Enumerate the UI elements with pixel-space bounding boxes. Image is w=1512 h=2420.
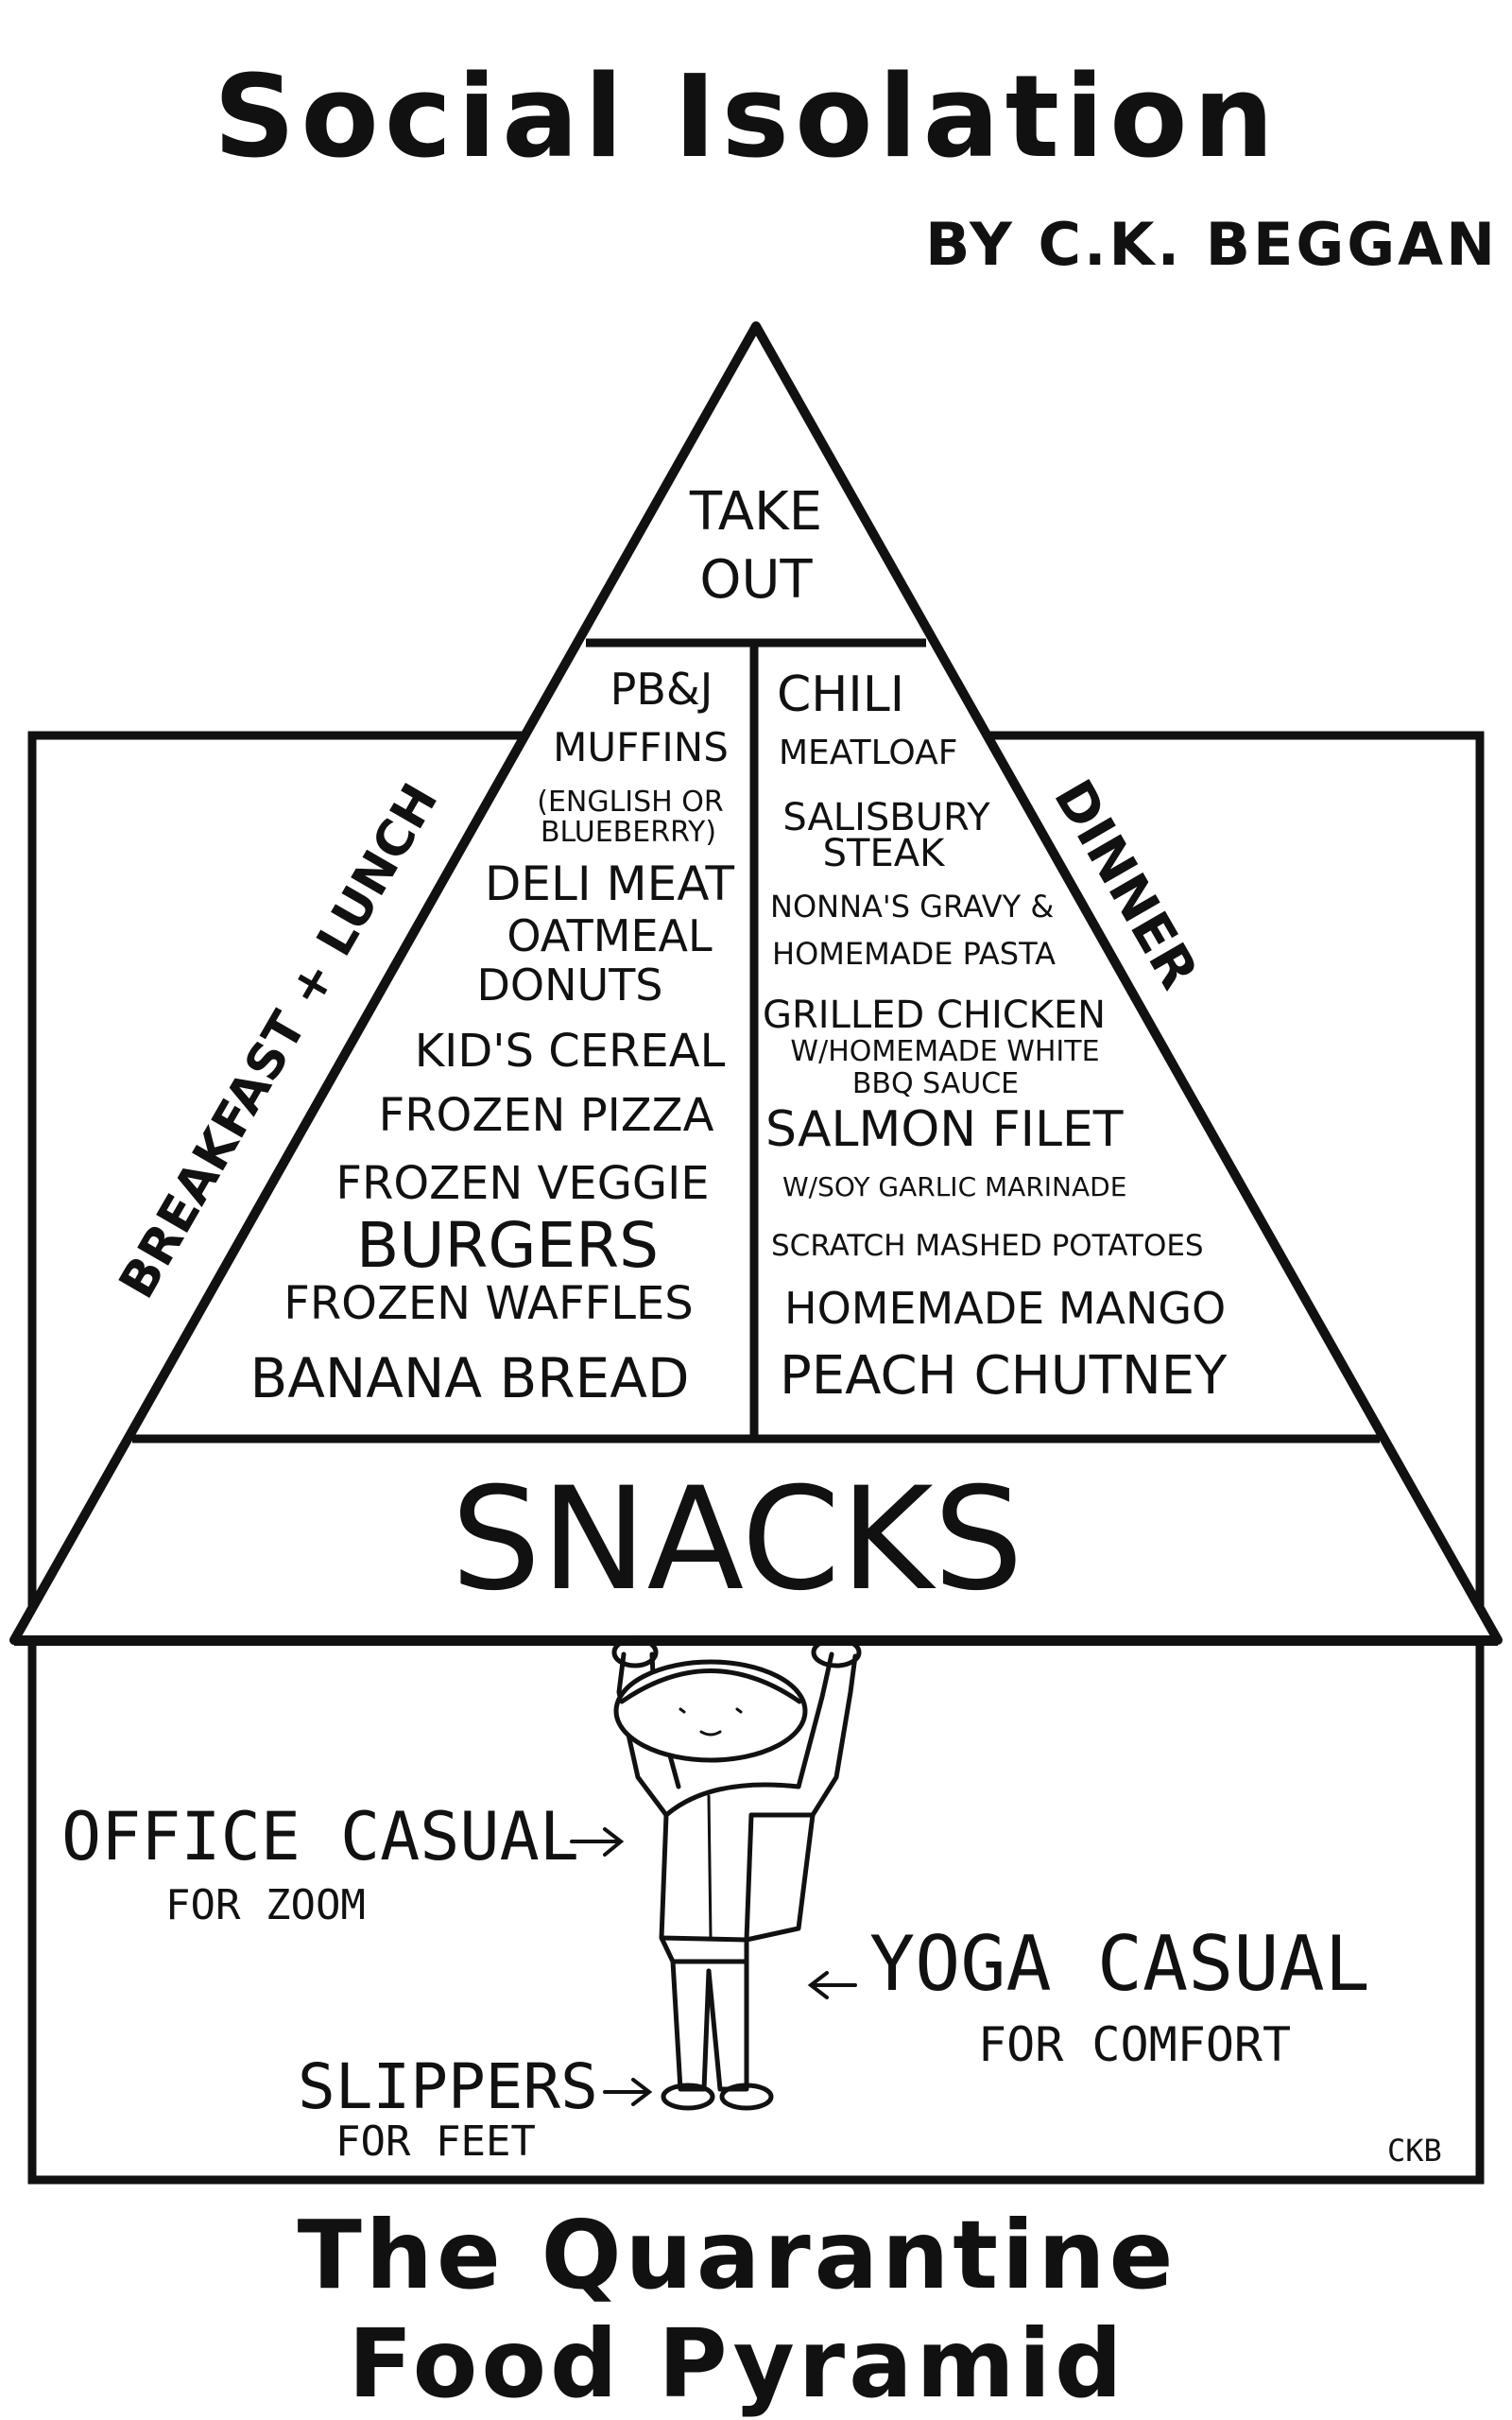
office-casual-label: OFFICE CASUAL [61, 1798, 579, 1876]
comic-byline: BY C.K. BEGGAN [925, 210, 1498, 279]
annotation-arrows [570, 1827, 857, 2106]
breakfast-item: DELI MEAT [485, 856, 735, 911]
breakfast-item: KID'S CEREAL [415, 1025, 726, 1078]
dinner-item: HOMEMADE MANGO [784, 1283, 1226, 1334]
slippers-label: SLIPPERS [298, 2050, 598, 2123]
dinner-item: NONNA'S GRAVY & [770, 889, 1054, 925]
breakfast-item: BLUEBERRY) [541, 816, 716, 849]
breakfast-item: FROZEN PIZZA [379, 1089, 714, 1142]
dinner-item: W/SOY GARLIC MARINADE [782, 1171, 1126, 1202]
dinner-item: SCRATCH MASHED POTATOES [771, 1229, 1204, 1263]
dinner-item: PEACH CHUTNEY [780, 1345, 1228, 1407]
footer-title-line-2: Food Pyramid [348, 2308, 1125, 2419]
dinner-item: GRILLED CHICKEN [763, 994, 1106, 1037]
dinner-item: HOMEMADE PASTA [772, 936, 1056, 972]
dinner-item: SALMON FILET [765, 1101, 1124, 1158]
footer-title-line-1: The Quarantine [298, 2200, 1177, 2310]
breakfast-item: FROZEN VEGGIE [335, 1157, 709, 1210]
artist-signature: CKB [1387, 2133, 1442, 2169]
annotations: OFFICE CASUAL FOR ZOOM YOGA CASUAL FOR C… [61, 1798, 1442, 2169]
breakfast-item: FROZEN WAFFLES [284, 1277, 694, 1330]
slippers-sub: FOR FEET [335, 2118, 536, 2166]
arrow-to-shirt [570, 1827, 625, 1857]
yoga-casual-label: YOGA CASUAL [869, 1920, 1370, 2008]
dinner-list: CHILI MEATLOAF SALISBURY STEAK NONNA'S G… [763, 666, 1228, 1407]
dinner-item: W/HOMEMADE WHITE [790, 1035, 1099, 1068]
breakfast-item: BURGERS [356, 1209, 659, 1282]
breakfast-lunch-list: PB&J MUFFINS (ENGLISH OR BLUEBERRY) DELI… [249, 664, 734, 1410]
breakfast-item: OATMEAL [507, 910, 713, 961]
take-out-line-1: TAKE [689, 481, 822, 543]
arrow-to-slippers [603, 2078, 653, 2106]
dinner-item: SALISBURY [782, 796, 990, 839]
breakfast-item: BANANA BREAD [249, 1346, 689, 1410]
snacks-label: SNACKS [451, 1458, 1023, 1622]
dinner-item: BBQ SAUCE [852, 1067, 1019, 1100]
dinner-item: MEATLOAF [779, 734, 957, 772]
office-casual-sub: FOR ZOOM [165, 1881, 366, 1929]
yoga-casual-sub: FOR COMFORT [978, 2017, 1291, 2072]
dinner-item: CHILI [777, 666, 904, 723]
dinner-item: STEAK [823, 832, 946, 875]
person-figure [611, 1636, 862, 2111]
take-out-line-2: OUT [699, 549, 813, 611]
breakfast-item: PB&J [610, 664, 713, 715]
breakfast-item: (ENGLISH OR [537, 786, 724, 819]
breakfast-item: DONUTS [476, 959, 662, 1011]
arrow-to-pants [807, 1971, 857, 1999]
comic-title: Social Isolation [214, 52, 1280, 183]
breakfast-item: MUFFINS [553, 724, 729, 770]
